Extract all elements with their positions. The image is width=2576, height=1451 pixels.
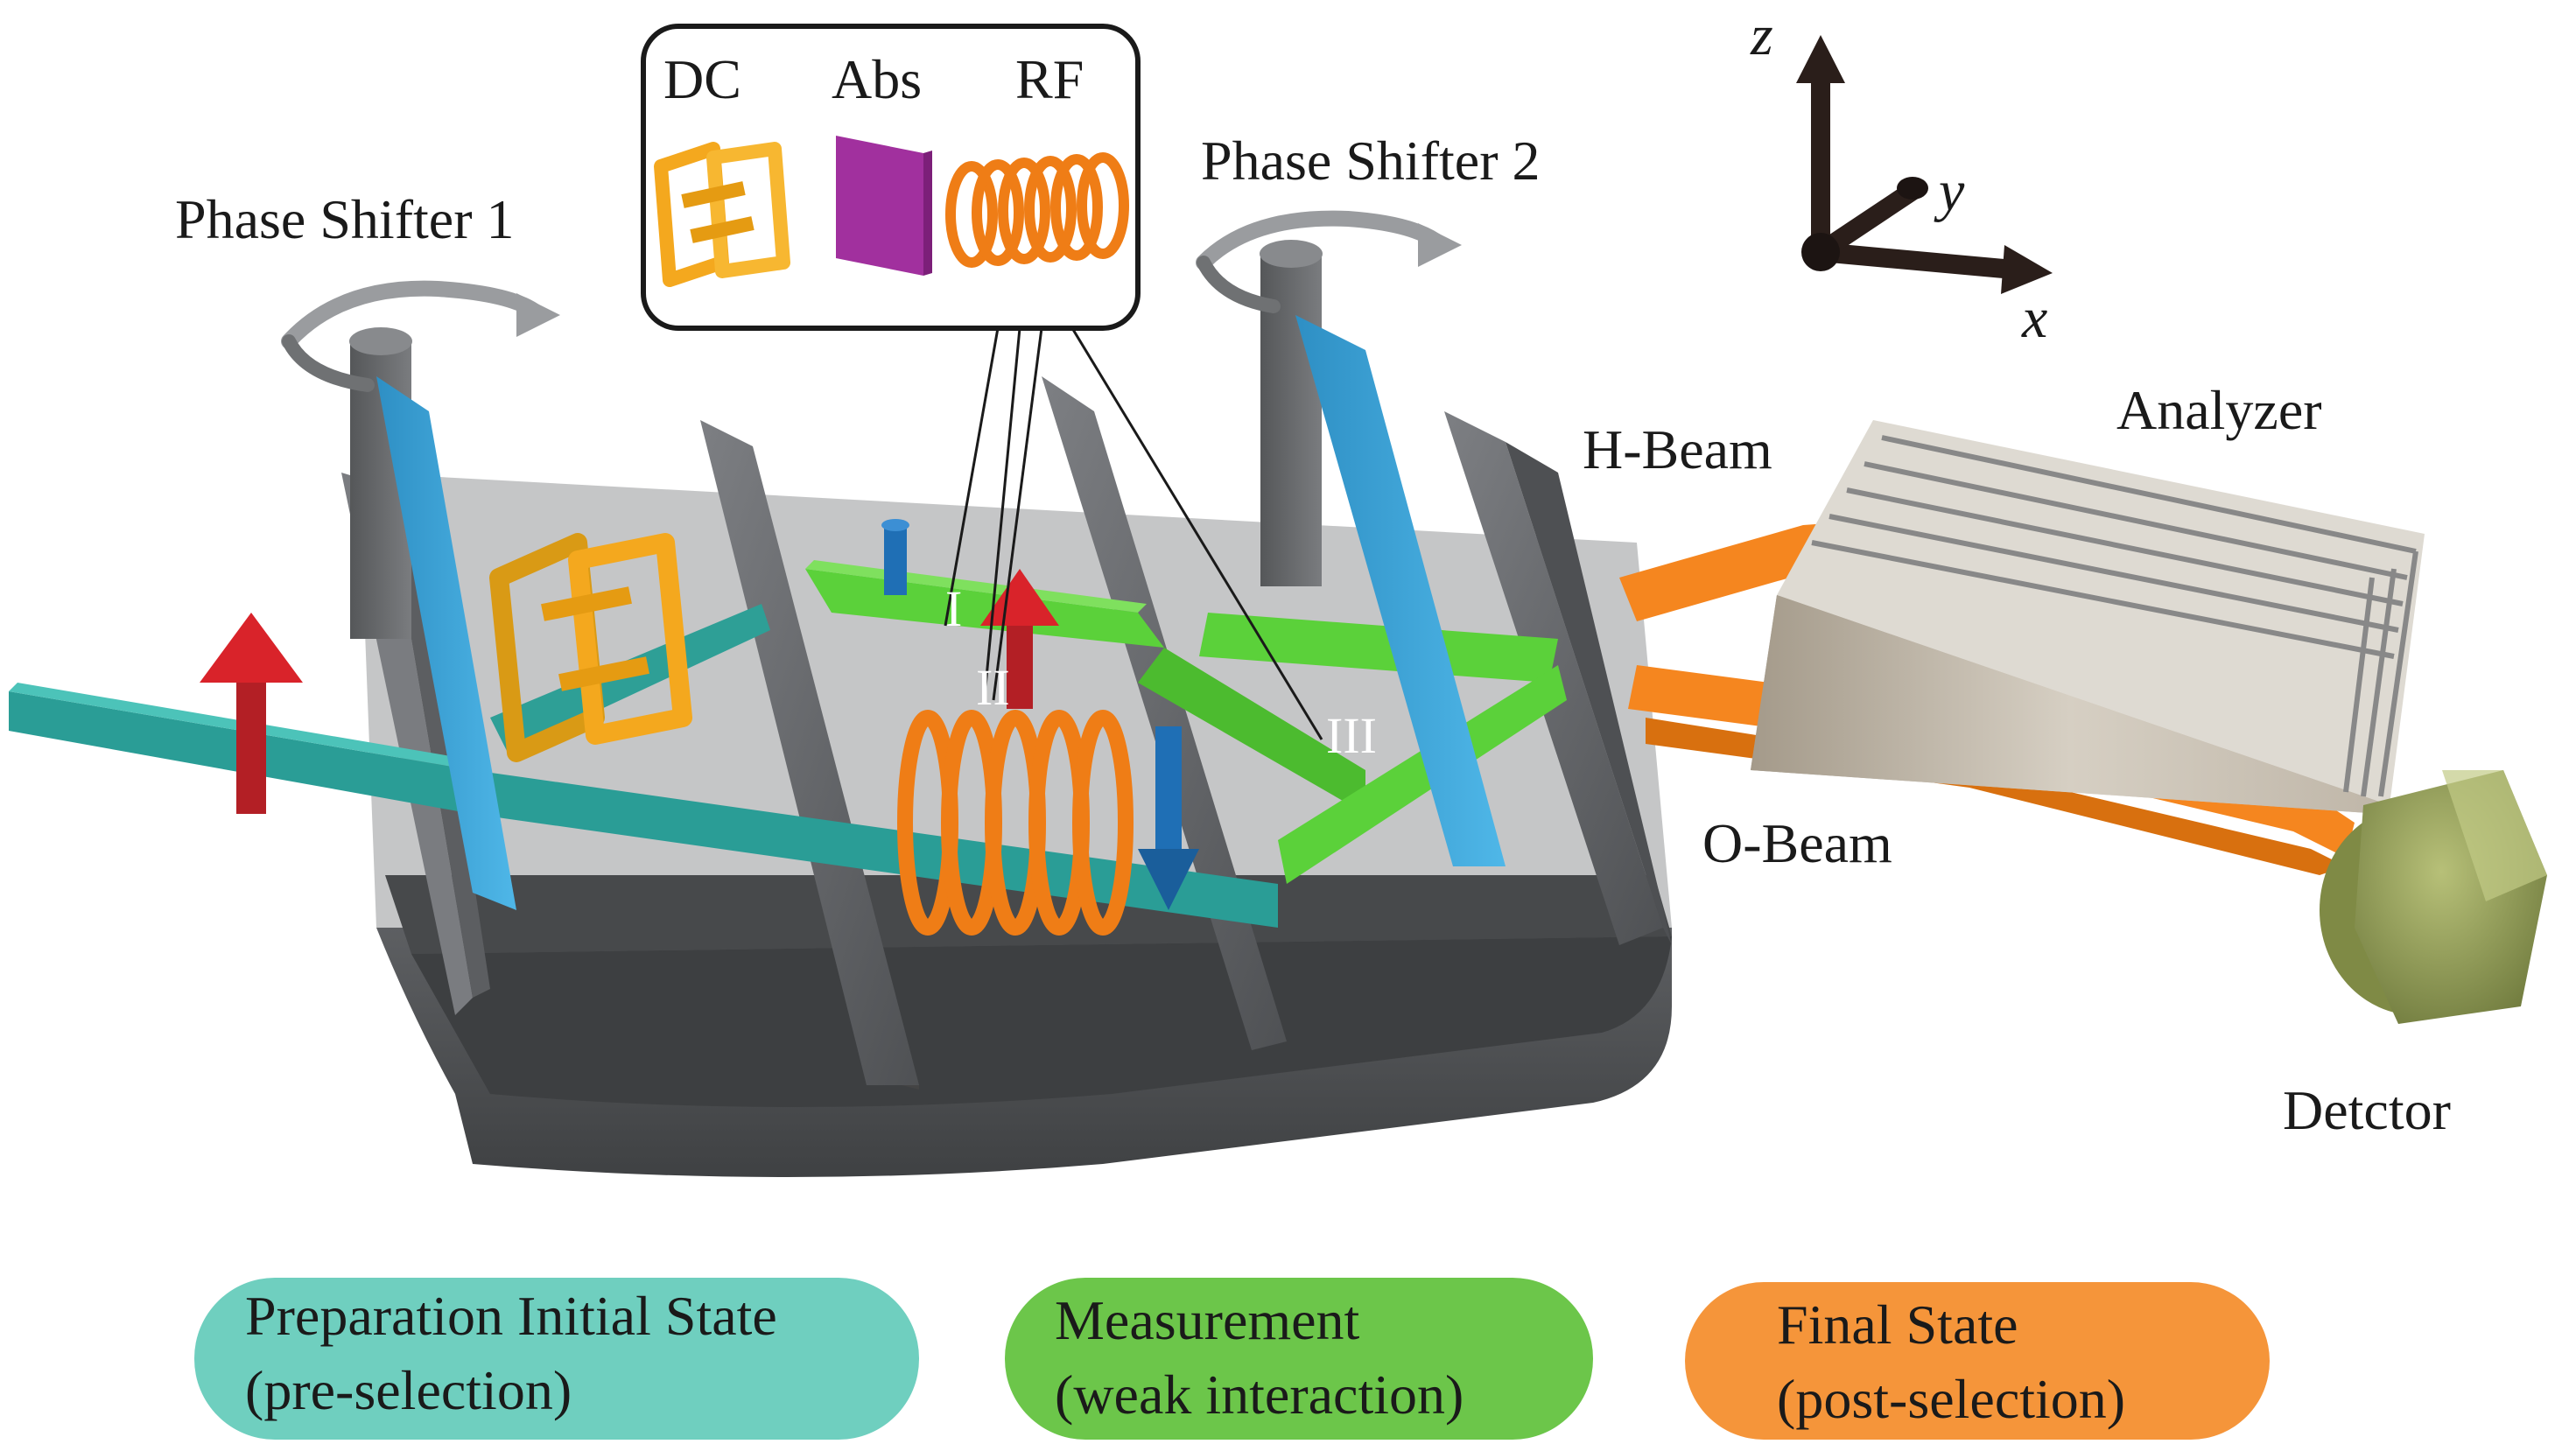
rf-coil-icon bbox=[945, 152, 1129, 268]
rf-coil bbox=[897, 710, 1134, 936]
x-axis-arrow-icon bbox=[2001, 245, 2053, 294]
phase-shifter-1[interactable] bbox=[281, 280, 560, 910]
stage-measurement-line1: Measurement bbox=[1055, 1289, 1360, 1351]
stage-preparation-line1: Preparation Initial State bbox=[245, 1285, 777, 1347]
dc-coil-icon bbox=[654, 142, 790, 287]
h-beam-label: H-Beam bbox=[1583, 418, 1772, 480]
stage-pill-final: Final State (post-selection) bbox=[1685, 1282, 2270, 1440]
axis-x-label: x bbox=[2021, 286, 2047, 350]
component-inset: DC Abs RF bbox=[641, 24, 1141, 331]
spin-up-arrow-icon bbox=[980, 569, 1059, 709]
phase-shifter-2-plate bbox=[1295, 315, 1506, 866]
stage-pill-preparation: Preparation Initial State (pre-selection… bbox=[194, 1278, 919, 1440]
rotation-arrow-icon bbox=[281, 280, 542, 349]
phase-shifter-1-plate bbox=[376, 376, 516, 910]
absorber-icon bbox=[836, 136, 923, 276]
inset-abs-label: Abs bbox=[832, 48, 922, 110]
phase-shifter-1-label: Phase Shifter 1 bbox=[175, 188, 515, 250]
marker-i: I bbox=[945, 580, 962, 637]
dc-coil bbox=[489, 533, 692, 762]
stage-final-line2: (post-selection) bbox=[1777, 1368, 2125, 1430]
rotation-arrow-icon bbox=[1196, 210, 1443, 270]
marker-iii: III bbox=[1326, 707, 1377, 764]
inset-rf-label: RF bbox=[1015, 48, 1084, 110]
analyzer-crystal bbox=[1751, 420, 2425, 814]
stage-final-line1: Final State bbox=[1777, 1293, 2018, 1356]
detector bbox=[2320, 770, 2547, 1024]
z-axis-arrow-icon bbox=[1796, 35, 1845, 83]
detector-label: Detctor bbox=[2283, 1079, 2451, 1141]
stage-measurement-line2: (weak interaction) bbox=[1055, 1363, 1463, 1426]
stage-preparation-line2: (pre-selection) bbox=[245, 1359, 572, 1421]
inset-leader-lines bbox=[944, 327, 1323, 740]
phase-shifter-2[interactable] bbox=[1196, 210, 1506, 866]
y-axis-arrow-icon bbox=[1897, 177, 1928, 200]
spin-up-arrow-icon bbox=[200, 613, 303, 814]
phase-shifter-2-label: Phase Shifter 2 bbox=[1201, 130, 1541, 192]
stage-pill-measurement: Measurement (weak interaction) bbox=[1005, 1278, 1593, 1440]
coordinate-axes: z y x bbox=[1750, 4, 2053, 350]
axis-z-label: z bbox=[1750, 4, 1773, 67]
o-beam-label: O-Beam bbox=[1702, 812, 1892, 874]
spin-down-arrow-icon bbox=[1138, 726, 1199, 910]
spin-down-arrow-icon bbox=[881, 519, 909, 595]
marker-ii: II bbox=[976, 659, 1010, 716]
analyzer-label: Analyzer bbox=[2116, 379, 2322, 441]
axis-y-label: y bbox=[1934, 159, 1965, 223]
inset-dc-label: DC bbox=[663, 48, 741, 110]
